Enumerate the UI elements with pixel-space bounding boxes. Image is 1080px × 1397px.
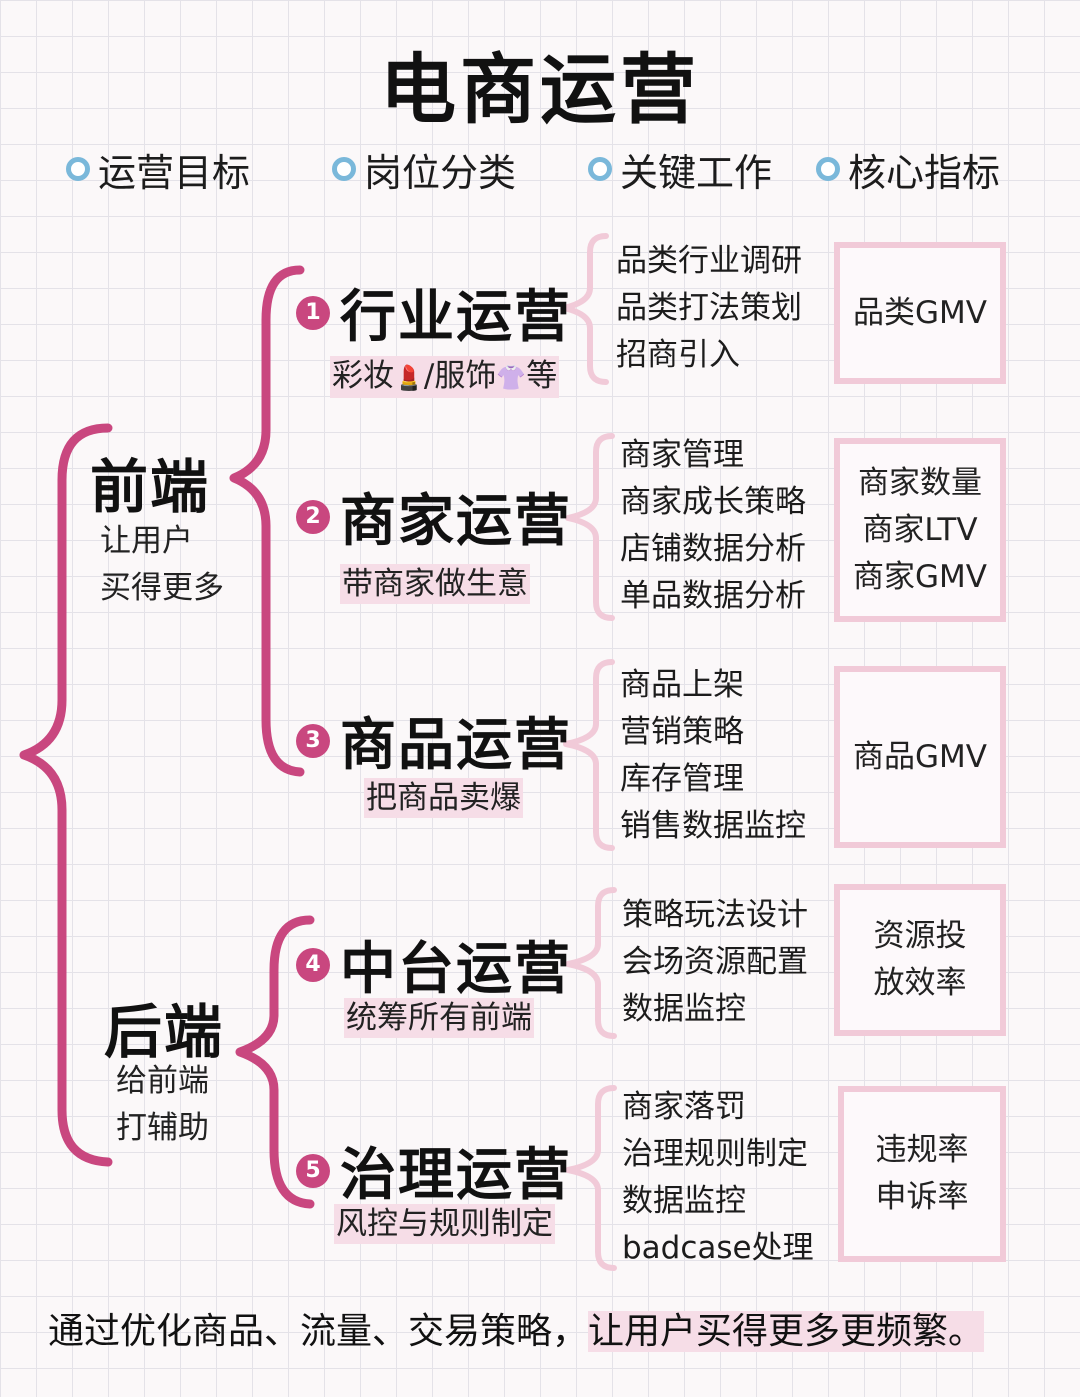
tasks-brace-2	[565, 433, 615, 621]
task-item: 数据监控	[622, 1183, 746, 1219]
lipstick-icon: 💄	[394, 364, 424, 392]
desc-text: /服饰	[423, 358, 497, 394]
kpi-item: 资源投	[873, 918, 967, 954]
header-kpi-label: 核心指标	[848, 150, 1001, 195]
header-kpi: 核心指标	[816, 143, 1000, 195]
task-item: 治理规则制定	[622, 1136, 808, 1172]
desc-text: 等	[526, 358, 558, 394]
task-item: 单品数据分析	[620, 578, 806, 614]
task-item: 数据监控	[622, 991, 746, 1027]
number-badge: 2	[296, 499, 330, 534]
kpi-item: 商家GMV	[853, 558, 987, 595]
tasks-list: 商家落罚 治理规则制定 数据监控 badcase处理	[622, 1084, 814, 1272]
kpi-item: 商家数量	[858, 464, 982, 501]
number-badge: 5	[296, 1153, 330, 1188]
kpi-box: 品类GMV	[834, 242, 1006, 384]
task-item: 品类打法策划	[616, 290, 802, 326]
desc-line: 买得更多	[100, 570, 224, 606]
footer-summary: 通过优化商品、流量、交易策略，让用户买得更多更频繁。	[48, 1302, 985, 1354]
kpi-item: 违规率	[875, 1132, 969, 1168]
footer-highlight: 让用户买得更多更频繁。	[588, 1311, 985, 1352]
circle-bullet-icon	[332, 157, 356, 181]
backend-brace	[235, 915, 315, 1209]
kpi-item: 商品GMV	[853, 738, 987, 775]
role-4: 4 中台运营	[296, 924, 572, 1005]
role-2: 2 商家运营	[296, 476, 572, 557]
tasks-brace-1	[561, 233, 609, 385]
header-tasks: 关键工作	[588, 143, 772, 195]
role-name: 中台运营	[340, 936, 572, 1002]
dress-icon: 👚	[496, 364, 527, 392]
desc-text: 彩妆	[332, 358, 394, 394]
task-item: 店铺数据分析	[620, 531, 806, 567]
role-3: 3 商品运营	[296, 700, 572, 781]
category-frontend-desc: 让用户 买得更多	[100, 518, 224, 612]
tasks-brace-4	[565, 887, 617, 1039]
task-item: 招商引入	[616, 337, 740, 373]
role-desc: 彩妆💄/服饰👚等	[330, 356, 560, 398]
desc-line: 让用户	[100, 523, 193, 559]
circle-bullet-icon	[588, 157, 612, 181]
task-item: 销售数据监控	[620, 808, 806, 844]
header-role: 岗位分类	[332, 143, 516, 195]
main-brace	[19, 423, 113, 1167]
frontend-brace	[229, 265, 305, 777]
task-item: 库存管理	[620, 761, 744, 797]
tasks-brace-3	[563, 659, 615, 851]
task-item: 商品上架	[620, 667, 744, 703]
kpi-item: 品类GMV	[853, 294, 987, 331]
header-goal: 运营目标	[66, 143, 250, 195]
kpi-box: 违规率 申诉率	[838, 1086, 1006, 1262]
category-backend-desc: 给前端 打辅助	[116, 1058, 209, 1152]
task-item: badcase处理	[622, 1230, 814, 1266]
tasks-list: 商家管理 商家成长策略 店铺数据分析 单品数据分析	[620, 432, 806, 620]
task-item: 商家成长策略	[620, 484, 806, 520]
role-name: 商品运营	[340, 712, 572, 778]
tasks-list: 商品上架 营销策略 库存管理 销售数据监控	[620, 662, 806, 850]
role-name: 商家运营	[340, 488, 572, 554]
tasks-list: 品类行业调研 品类打法策划 招商引入	[616, 238, 802, 379]
role-5: 5 治理运营	[296, 1130, 572, 1211]
role-desc: 带商家做生意	[340, 564, 530, 604]
role-name: 行业运营	[340, 284, 572, 350]
desc-line: 打辅助	[116, 1110, 209, 1146]
number-badge: 3	[296, 723, 330, 758]
circle-bullet-icon	[66, 157, 90, 181]
desc-line: 给前端	[116, 1063, 209, 1099]
task-item: 会场资源配置	[622, 944, 808, 980]
circle-bullet-icon	[816, 157, 840, 181]
role-1: 1 行业运营	[296, 272, 572, 353]
task-item: 商家落罚	[622, 1089, 746, 1125]
role-name: 治理运营	[340, 1142, 572, 1208]
header-tasks-label: 关键工作	[620, 150, 773, 195]
number-badge: 1	[296, 295, 330, 330]
footer-text: 通过优化商品、流量、交易策略，	[48, 1311, 589, 1352]
role-desc: 统筹所有前端	[344, 998, 534, 1038]
task-item: 策略玩法设计	[622, 897, 808, 933]
role-desc: 风控与规则制定	[334, 1204, 555, 1244]
task-item: 商家管理	[620, 437, 744, 473]
kpi-item: 放效率	[873, 965, 967, 1001]
task-item: 营销策略	[620, 714, 744, 750]
kpi-box: 商品GMV	[834, 666, 1006, 848]
task-item: 品类行业调研	[616, 243, 802, 279]
kpi-box: 商家数量 商家LTV 商家GMV	[834, 438, 1006, 622]
tasks-brace-5	[565, 1085, 617, 1271]
header-role-label: 岗位分类	[364, 150, 517, 195]
page-title: 电商运营	[380, 45, 700, 134]
kpi-item: 商家LTV	[862, 511, 978, 548]
category-frontend-name: 前端	[90, 453, 211, 521]
number-badge: 4	[296, 947, 330, 982]
kpi-box: 资源投 放效率	[834, 884, 1006, 1036]
tasks-list: 策略玩法设计 会场资源配置 数据监控	[622, 892, 808, 1033]
kpi-item: 申诉率	[875, 1179, 969, 1215]
category-backend-name: 后端	[104, 998, 225, 1066]
role-desc: 把商品卖爆	[364, 778, 523, 818]
header-goal-label: 运营目标	[98, 150, 251, 195]
